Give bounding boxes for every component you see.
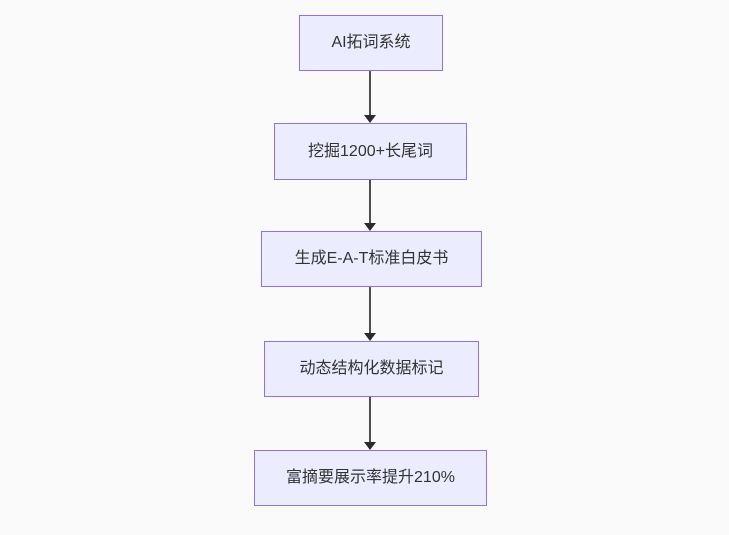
edge-line [369,180,371,224]
edge-line [369,71,371,116]
edge-arrow-2 [363,180,377,231]
flow-node-eat-whitepaper: 生成E-A-T标准白皮书 [261,231,482,287]
edge-line [369,397,371,443]
flow-node-label: AI拓词系统 [331,34,411,52]
flow-node-label: 挖掘1200+长尾词 [308,142,433,160]
flow-node-label: 动态结构化数据标记 [299,360,444,378]
flow-node-label: 生成E-A-T标准白皮书 [294,250,449,268]
edge-arrow-4 [363,397,377,450]
flow-node-label: 富摘要展示率提升210% [286,469,455,487]
arrow-down-icon [364,333,376,341]
edge-line [369,287,371,334]
flow-node-ai-expansion-system: AI拓词系统 [299,15,443,71]
edge-arrow-1 [363,71,377,123]
flow-node-rich-snippet-result: 富摘要展示率提升210% [254,450,487,506]
arrow-down-icon [364,223,376,231]
flow-node-structured-data-markup: 动态结构化数据标记 [264,341,479,397]
arrow-down-icon [364,115,376,123]
edge-arrow-3 [363,287,377,341]
arrow-down-icon [364,442,376,450]
flow-node-longtail-mining: 挖掘1200+长尾词 [274,123,467,180]
